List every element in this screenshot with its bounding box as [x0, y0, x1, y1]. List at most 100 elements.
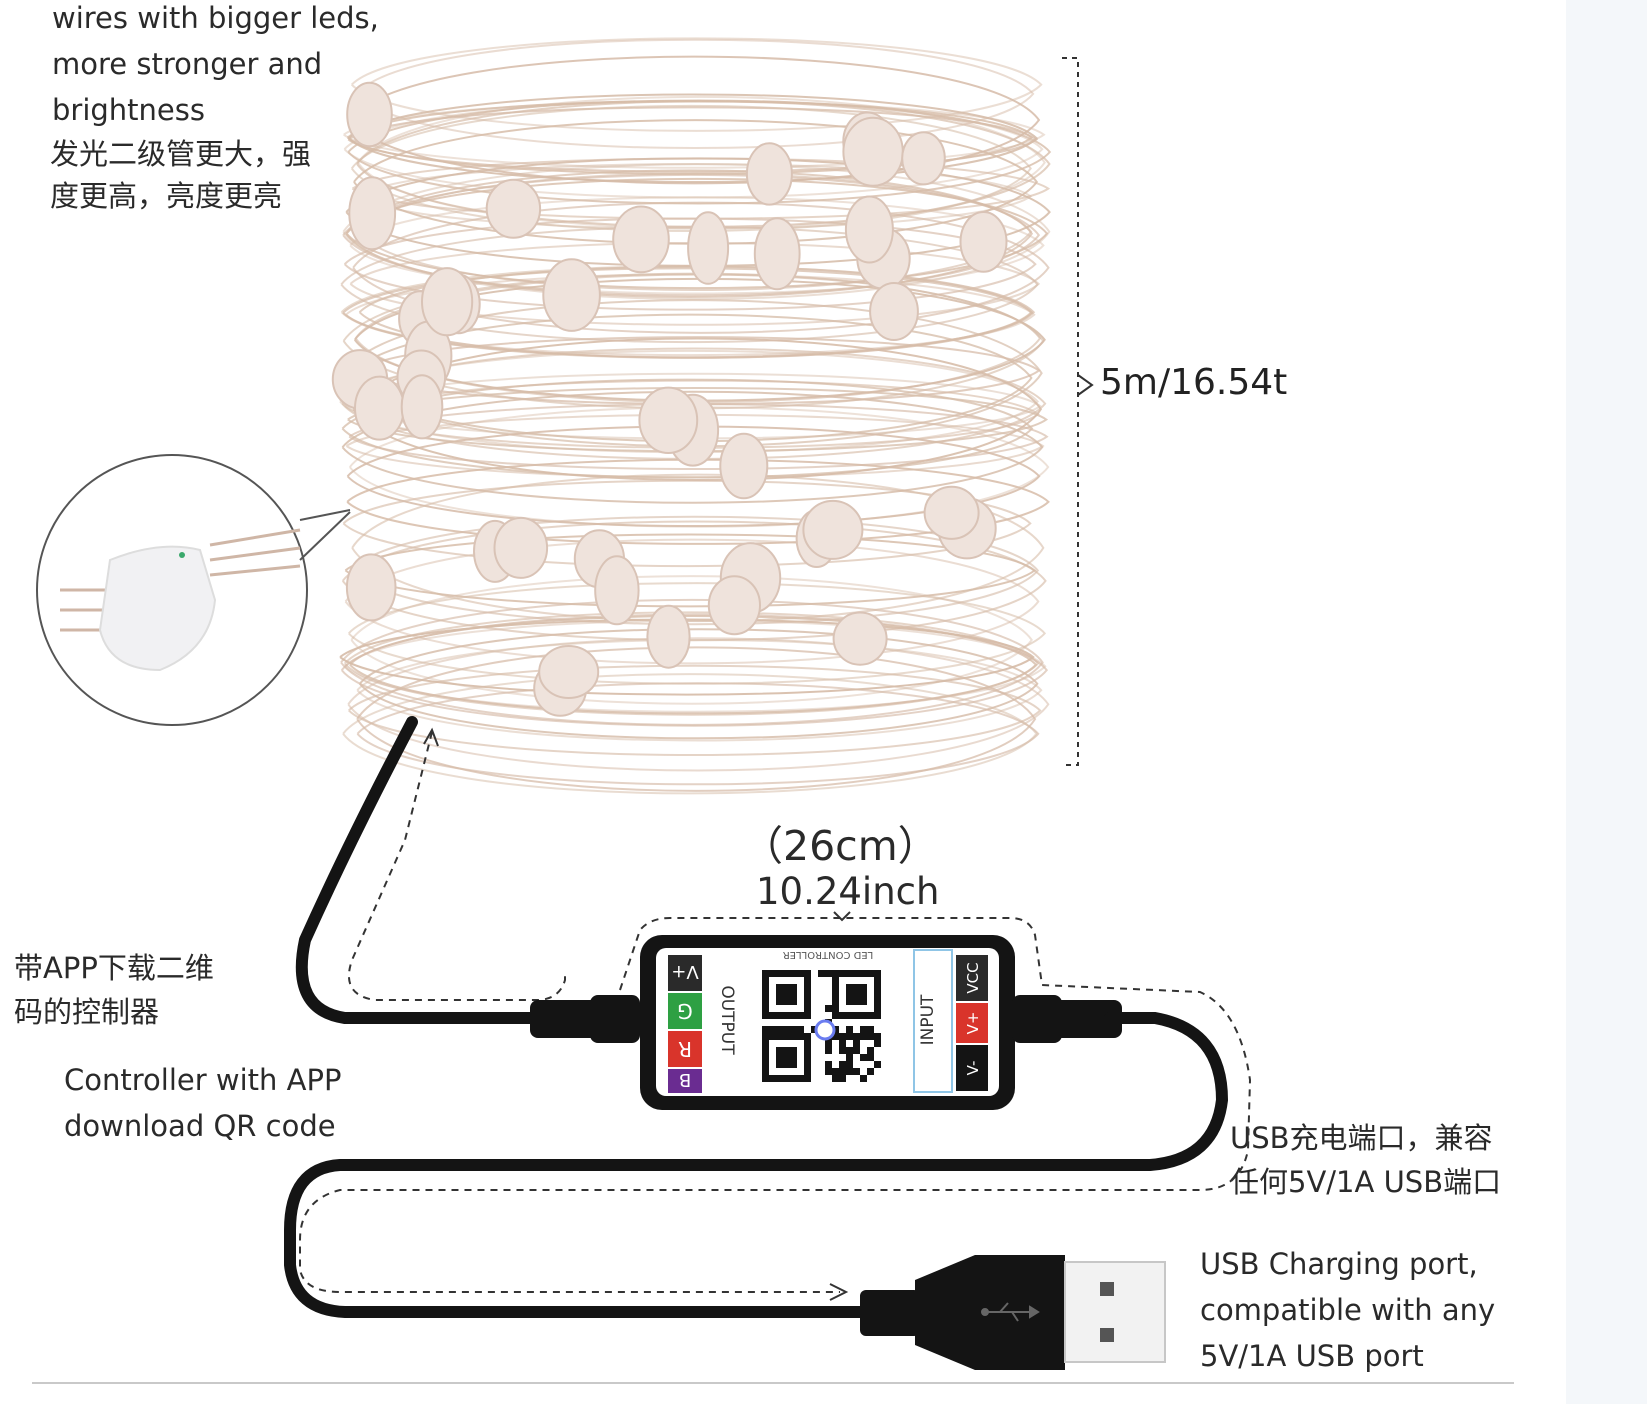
wire-strand	[351, 473, 1045, 623]
qr-module	[867, 1026, 874, 1033]
qr-module	[874, 1040, 881, 1047]
led-bead	[707, 575, 762, 636]
feature-note-en-3: brightness	[52, 93, 205, 127]
wire-strand	[358, 336, 1041, 405]
qr-module	[846, 1047, 853, 1054]
length-label: 5m/16.54t	[1100, 362, 1288, 403]
led-bead	[354, 375, 405, 441]
qr-module	[832, 1075, 839, 1082]
wire-strand	[347, 386, 1049, 453]
wire-strand	[340, 613, 1049, 727]
qr-module	[825, 1005, 832, 1012]
wire-strand	[348, 55, 1041, 185]
led-closeup-magnifier	[36, 454, 351, 726]
led-bead	[345, 553, 397, 622]
wire-strand	[356, 638, 1043, 742]
wire-strand	[347, 93, 1039, 184]
wire-strand	[350, 575, 1033, 705]
controller-note-cn-2: 码的控制器	[14, 995, 160, 1029]
wire-strand	[358, 265, 1036, 359]
qr-module	[846, 1061, 853, 1068]
input-label: INPUT	[918, 994, 938, 1045]
wire-strand	[347, 637, 1050, 772]
wire-strand	[339, 349, 1039, 454]
qr-module	[839, 1047, 846, 1054]
wire-strand	[342, 163, 1051, 300]
usb-note-en-3: 5V/1A USB port	[1200, 1339, 1424, 1373]
qr-module	[839, 1061, 846, 1068]
wire-strand	[356, 100, 1051, 228]
usb-icon	[981, 1302, 1040, 1322]
wire-strand	[349, 615, 1038, 715]
led-bead	[538, 645, 600, 699]
feature-note-cn-1: 发光二级管更大，强	[50, 137, 312, 171]
wire-strand	[356, 172, 1033, 292]
wire-strand	[345, 169, 1034, 298]
dashed-guide-1	[347, 731, 566, 1001]
qr-module	[867, 1047, 874, 1054]
led-bead	[646, 604, 691, 669]
qr-module	[853, 1033, 860, 1040]
wire-strand	[359, 628, 1039, 740]
height-dimension-bracket	[1062, 57, 1094, 766]
controller-size-inch: 10.24inch	[756, 870, 940, 913]
qr-module	[867, 1068, 874, 1075]
wire-strand	[348, 582, 1047, 685]
led-bead	[844, 195, 894, 264]
wire-strand	[342, 673, 1038, 795]
pin-g: G	[677, 999, 693, 1023]
led-bead	[802, 499, 864, 560]
wire-strand	[341, 390, 1044, 504]
cable-controller-to-usb	[284, 1012, 1229, 1318]
qr-module	[832, 1033, 839, 1040]
qr-module	[853, 1047, 860, 1054]
usb-note-cn-1: USB充电端口，兼容	[1230, 1121, 1493, 1155]
wire-strand	[341, 378, 1034, 479]
wire-strand	[343, 611, 1040, 716]
led-bead	[346, 81, 393, 148]
wire-strand	[351, 37, 1043, 132]
wire-strand	[356, 646, 1037, 792]
led-bead	[832, 611, 888, 666]
qr-module	[860, 1033, 867, 1040]
led-bead	[400, 374, 444, 440]
qr-module	[776, 1026, 783, 1033]
qr-module	[839, 1040, 846, 1047]
led-bead	[485, 178, 542, 239]
led-bead	[594, 555, 640, 626]
wire-strand	[349, 406, 1050, 528]
qr-module	[825, 970, 832, 977]
led-bead	[421, 267, 474, 337]
qr-module	[832, 1026, 839, 1033]
feature-note-en-2: more stronger and	[52, 47, 323, 81]
led-bead	[687, 211, 730, 285]
qr-module	[860, 1054, 867, 1061]
fairy-light-coil	[331, 37, 1052, 795]
wire-strand	[348, 664, 1042, 757]
led-bead	[959, 211, 1008, 273]
led-bead	[638, 386, 699, 454]
led-bead	[612, 205, 670, 274]
qr-module	[860, 1075, 867, 1082]
wire-strand	[352, 337, 1043, 481]
cable-coil-to-controller	[295, 716, 536, 1024]
controller-note-en-2: download QR code	[64, 1109, 336, 1143]
right-connector	[1012, 995, 1122, 1043]
qr-module	[839, 1075, 846, 1082]
qr-module	[867, 1033, 874, 1040]
wire-strand	[349, 241, 1041, 326]
output-label: OUTPUT	[717, 985, 737, 1055]
qr-finder	[776, 984, 797, 1005]
led-bead	[901, 131, 946, 186]
qr-module	[846, 1033, 853, 1040]
wire-strand	[342, 299, 1043, 448]
qr-module	[839, 1033, 846, 1040]
led-controller: V+ G R B OUTPUT LED CONTROLLER INPUT VCC…	[640, 935, 1015, 1110]
qr-module	[825, 1061, 832, 1068]
pin-vplus-in: V+	[964, 1012, 982, 1035]
footer-divider	[32, 1382, 1514, 1384]
pin-vminus-in: V-	[964, 1061, 982, 1076]
wire-strand	[340, 598, 1044, 726]
wire-strand	[345, 273, 1036, 357]
qr-module	[825, 1047, 832, 1054]
